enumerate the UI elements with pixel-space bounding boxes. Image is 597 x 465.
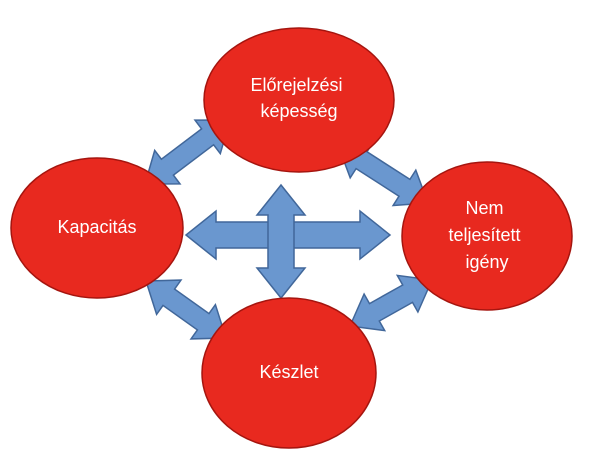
node-unmet-demand: Nem teljesített igény <box>401 161 573 311</box>
node-inventory-label-line-1: Készlet <box>259 362 318 382</box>
node-unmet-demand-label-line-3: igény <box>465 252 508 272</box>
node-capacity-label: Kapacitás <box>57 217 136 237</box>
node-capacity-shape <box>10 157 184 299</box>
node-inventory: Készlet <box>201 297 377 449</box>
node-unmet-demand-label: Nem teljesített igény <box>448 198 525 272</box>
arrow-capacity-inventory <box>144 279 228 340</box>
node-forecast-label: Előrejelzési képesség <box>250 75 347 121</box>
arrow-inventory-unmet-demand <box>348 274 434 332</box>
node-forecast: Előrejelzési képesség <box>203 27 395 173</box>
node-unmet-demand-label-line-1: Nem <box>465 198 503 218</box>
node-inventory-shape <box>201 297 377 449</box>
node-unmet-demand-label-line-2: teljesített <box>448 225 520 245</box>
node-forecast-label-line-2: képesség <box>260 101 337 121</box>
node-forecast-label-line-1: Előrejelzési <box>250 75 342 95</box>
node-capacity-label-line-1: Kapacitás <box>57 217 136 237</box>
node-inventory-label: Készlet <box>259 362 318 382</box>
node-forecast-shape <box>203 27 395 173</box>
node-unmet-demand-shape <box>401 161 573 311</box>
node-capacity: Kapacitás <box>10 157 184 299</box>
arrows-layer <box>144 119 434 340</box>
